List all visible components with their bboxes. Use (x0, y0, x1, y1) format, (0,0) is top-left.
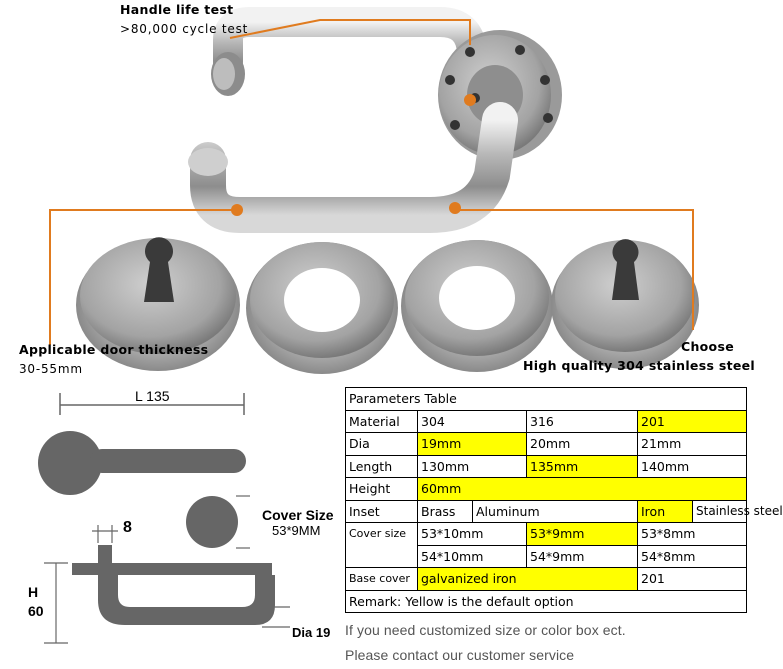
cover-54x8: 54*8mm (637, 544, 747, 568)
escutcheon-keyhole-right (551, 239, 699, 369)
cover-size-title: Cover Size (262, 507, 334, 523)
dia-row: Dia 19mm 20mm 21mm (345, 432, 747, 456)
cover-53x10: 53*10mm (417, 522, 527, 546)
cover-53x9: 53*9mm (526, 522, 638, 546)
height-row: Height 60mm (345, 477, 747, 501)
height-letter: H (28, 584, 39, 600)
lower-handle (188, 102, 518, 233)
width-dimension (92, 525, 118, 543)
dia-21: 21mm (637, 432, 747, 456)
table-remark: Remark: Yellow is the default option (345, 589, 747, 613)
length-row: Length 130mm 135mm 140mm (345, 454, 747, 478)
material-201: 201 (637, 409, 747, 433)
height-dimension (44, 562, 68, 644)
escutcheon-keyhole-left (76, 237, 240, 371)
cover-53x8: 53*8mm (637, 522, 747, 546)
base-cover-row: Base cover galvanized iron 201 (345, 567, 747, 591)
lever-side-profile (72, 545, 275, 625)
length-label: L 135 (135, 388, 170, 404)
callout-dots (231, 94, 476, 216)
dia-20: 20mm (526, 432, 638, 456)
cover-circle (186, 496, 238, 548)
dia-label: Dia (345, 432, 418, 456)
dia-label: Dia 19 (292, 625, 331, 640)
material-316: 316 (526, 409, 638, 433)
mounting-rose (438, 30, 562, 160)
length-135: 135mm (526, 454, 638, 478)
technical-drawing (38, 393, 290, 644)
material-304: 304 (417, 409, 527, 433)
dia-19: 19mm (417, 432, 527, 456)
door-thickness-title: Applicable door thickness (19, 342, 209, 357)
width-label: 8 (123, 519, 132, 536)
cover-54x9: 54*9mm (526, 544, 638, 568)
height-label: Height (345, 477, 418, 501)
inset-row: Inset Brass Aluminum Iron Stainless stee… (345, 499, 783, 523)
cover-size-row-1: Cover size 53*10mm 53*9mm 53*8mm (345, 522, 747, 568)
contact-note: Please contact our customer service (345, 647, 575, 663)
cover-size-value: 53*9MM (272, 523, 321, 538)
door-thickness-value: 30-55mm (19, 362, 83, 376)
length-140: 140mm (637, 454, 747, 478)
choose-value: High quality 304 stainless steel (523, 358, 755, 373)
table-title-row: Parameters Table (345, 387, 747, 411)
base-cover-201: 201 (637, 567, 747, 591)
rose-ring-1 (246, 242, 398, 374)
base-cover-label: Base cover (345, 567, 418, 591)
lever-top-view (38, 431, 246, 495)
table-title: Parameters Table (345, 387, 747, 411)
material-row: Material 304 316 201 (345, 409, 747, 433)
callout-lines (49, 19, 694, 345)
length-label: Length (345, 454, 418, 478)
cover-size-row-2: 54*10mm 54*9mm 54*8mm (346, 544, 747, 568)
height-value: 60 (28, 603, 44, 619)
cover-size-label: Cover size (345, 522, 418, 568)
inset-iron: Iron (637, 499, 693, 523)
inset-label: Inset (345, 499, 418, 523)
cover-dimension (236, 495, 250, 549)
cover-54x10: 54*10mm (417, 544, 527, 568)
remark-row: Remark: Yellow is the default option (345, 589, 747, 613)
rose-ring-2 (401, 240, 553, 372)
inset-stainless: Stainless steel (692, 499, 783, 523)
inset-aluminum: Aluminum (472, 499, 638, 523)
material-label: Material (345, 409, 418, 433)
length-dimension (59, 393, 245, 415)
base-cover-galvanized: galvanized iron (417, 567, 638, 591)
customization-note: If you need customized size or color box… (345, 622, 626, 638)
choose-title: Choose (681, 339, 734, 354)
parameters-table: Parameters Table Material 304 316 201 Di… (345, 387, 783, 613)
height-60: 60mm (417, 477, 747, 501)
product-photo (49, 6, 699, 374)
length-130: 130mm (417, 454, 527, 478)
dia-dimension (262, 606, 290, 628)
life-test-title: Handle life test (120, 2, 234, 17)
life-test-value: >80,000 cycle test (120, 22, 249, 36)
inset-brass: Brass (417, 499, 473, 523)
